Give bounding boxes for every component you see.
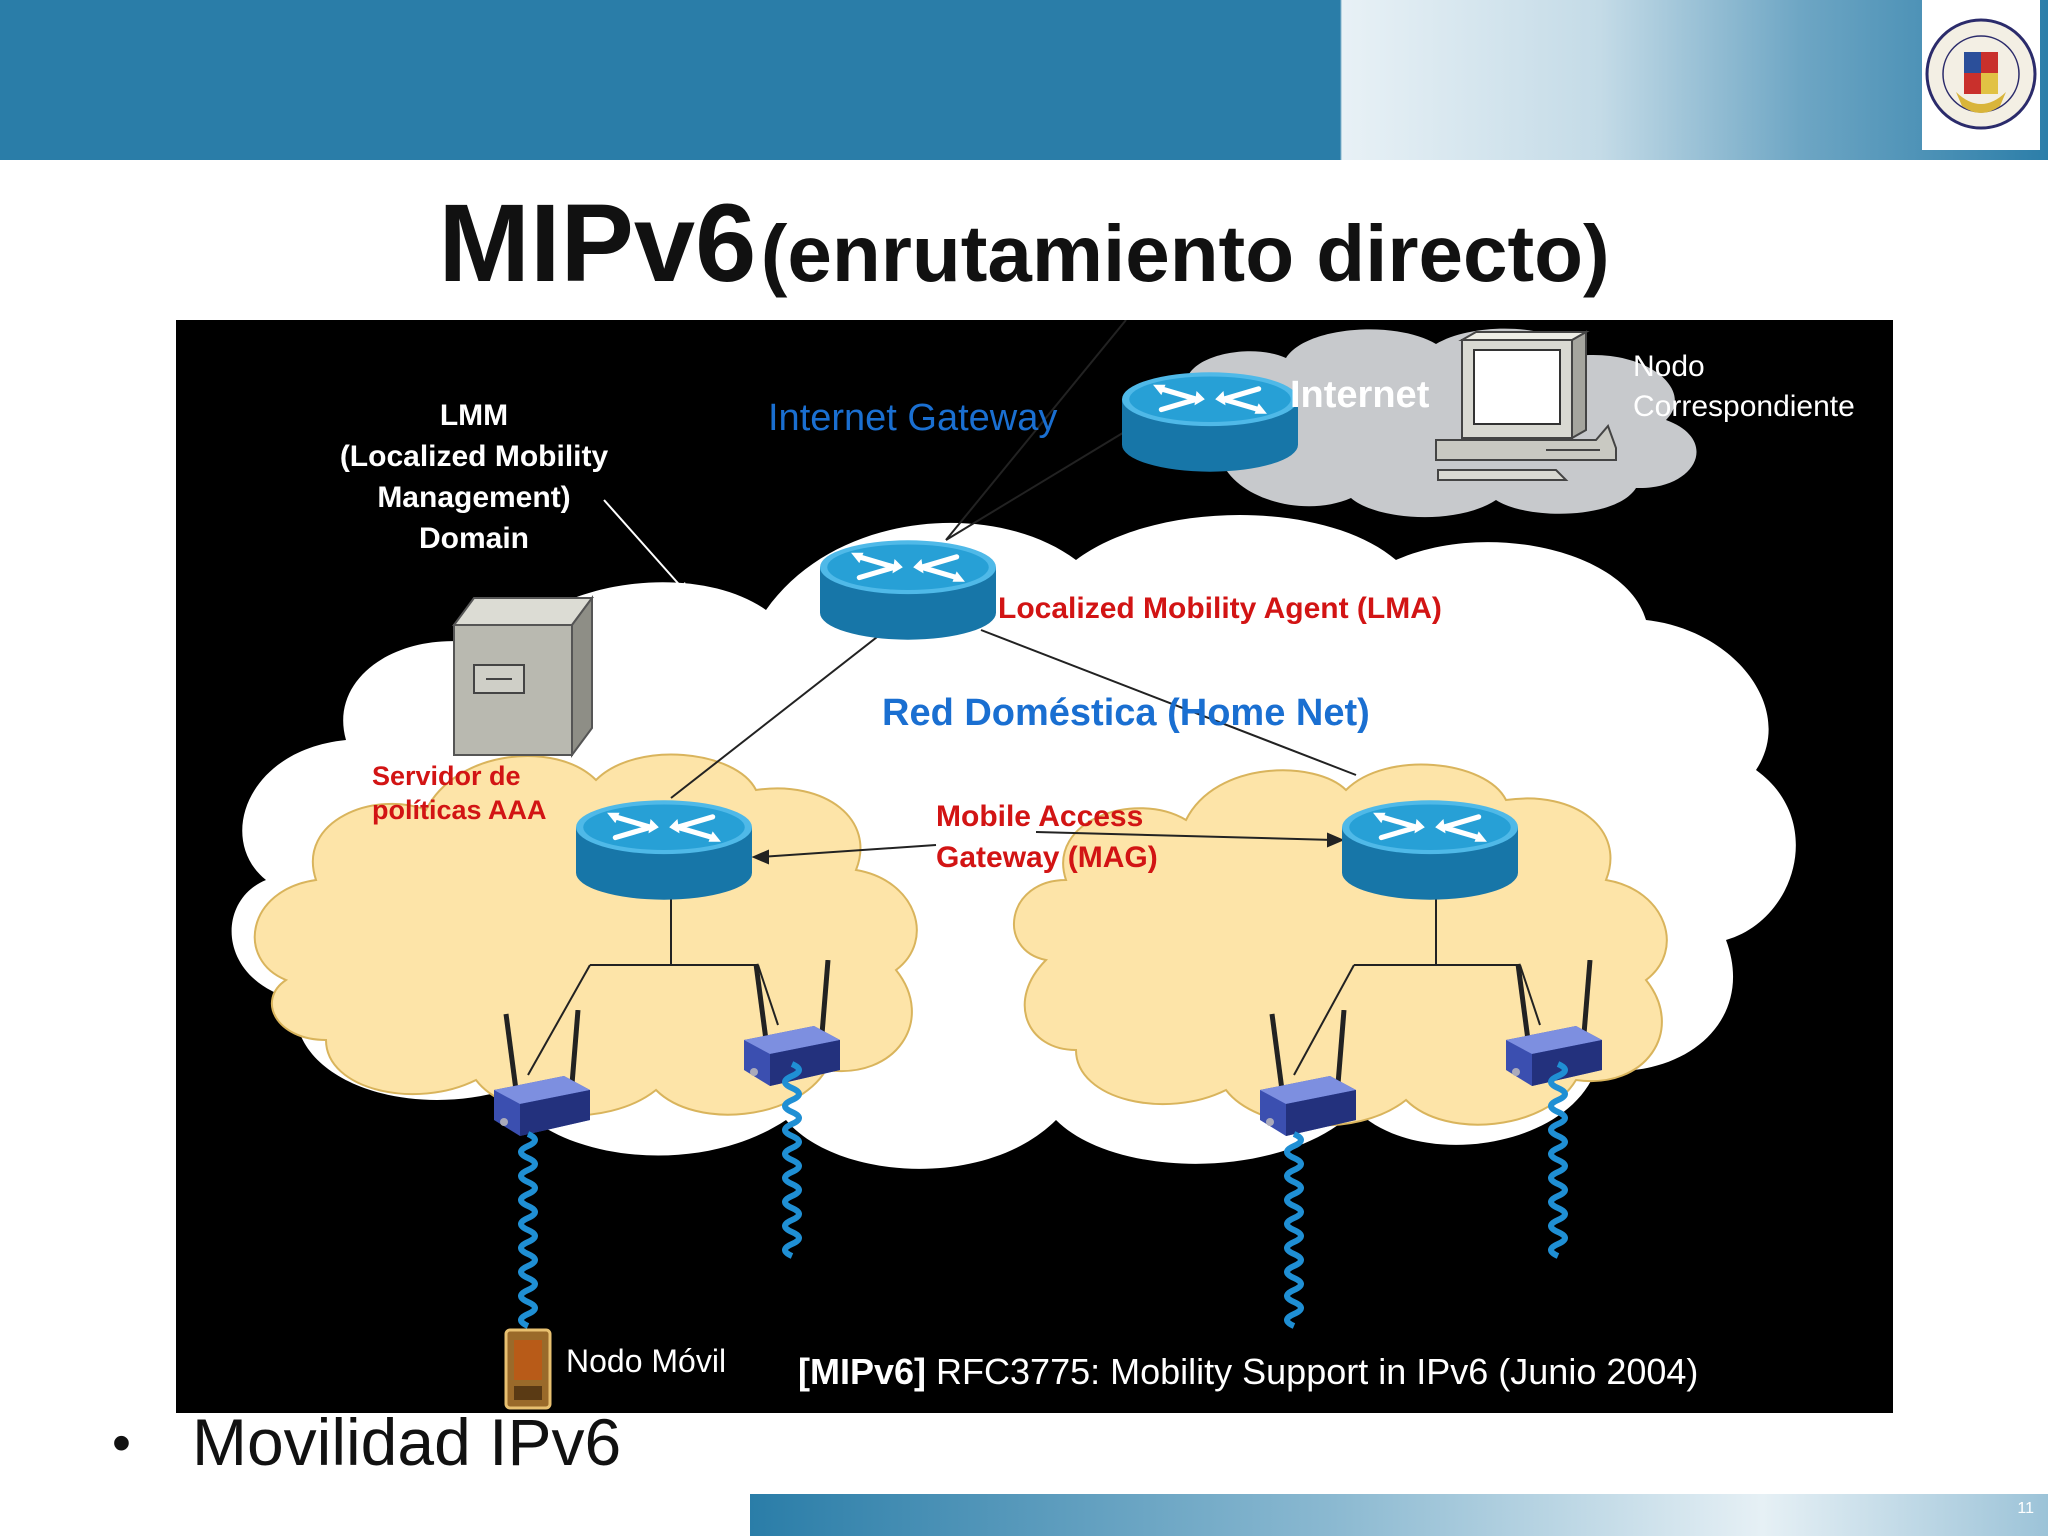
mag-right-router [1342, 800, 1518, 899]
title-main: MIPv6 [438, 182, 757, 305]
mobile-node-icon [504, 1328, 552, 1410]
mag-label-line-1: Mobile Access [936, 800, 1143, 833]
corresponding-node-line-2: Correspondiente [1633, 390, 1855, 423]
lmm-pointer-arrow [603, 499, 689, 596]
page-number: 11 [2017, 1500, 2034, 1517]
aaa-label-line-2: políticas AAA [372, 795, 547, 825]
lmm-line-4: Domain [419, 522, 529, 555]
internet-gateway-label: Internet Gateway [768, 397, 1057, 439]
mag-left-router [576, 800, 752, 899]
lma-router [820, 540, 996, 639]
lmm-line-2: (Localized Mobility [340, 440, 609, 473]
bullet-marker: • [112, 1413, 131, 1473]
lmm-line-3: Management) [377, 481, 570, 514]
reference-text: RFC3775: Mobility Support in IPv6 (Junio… [926, 1351, 1698, 1392]
connection-lines [527, 320, 1541, 1076]
internet-label: Internet [1290, 374, 1430, 416]
lmm-line-1: LMM [440, 399, 508, 432]
title-sub: (enrutamiento directo) [760, 209, 1610, 298]
university-crest-logo [1922, 0, 2040, 150]
top-banner [0, 0, 2048, 160]
bullet-text: Movilidad IPv6 [192, 1405, 622, 1479]
network-diagram: LMM (Localized Mobility Management) Doma… [176, 320, 1893, 1413]
corresponding-node-line-1: Nodo [1633, 350, 1705, 383]
internet-gateway-router [1122, 372, 1298, 471]
reference-citation: [MIPv6] RFC3775: Mobility Support in IPv… [798, 1351, 1698, 1392]
mag-label-line-2: Gateway (MAG) [936, 841, 1158, 874]
lma-label: Localized Mobility Agent (LMA) [998, 592, 1442, 625]
mobile-node-label: Nodo Móvil [566, 1343, 726, 1379]
slide-title: MIPv6 (enrutamiento directo) [0, 180, 2048, 307]
home-net-label: Red Doméstica (Home Net) [882, 692, 1370, 734]
mag-arrows [751, 831, 1345, 865]
computer-icon [1435, 330, 1617, 481]
reference-bold: [MIPv6] [798, 1351, 926, 1392]
bottom-banner [750, 1494, 2048, 1536]
wireless-link-3 [1287, 1134, 1301, 1326]
aaa-server-icon [452, 594, 594, 759]
wireless-link-1 [521, 1134, 535, 1326]
aaa-label-line-1: Servidor de [372, 761, 521, 791]
